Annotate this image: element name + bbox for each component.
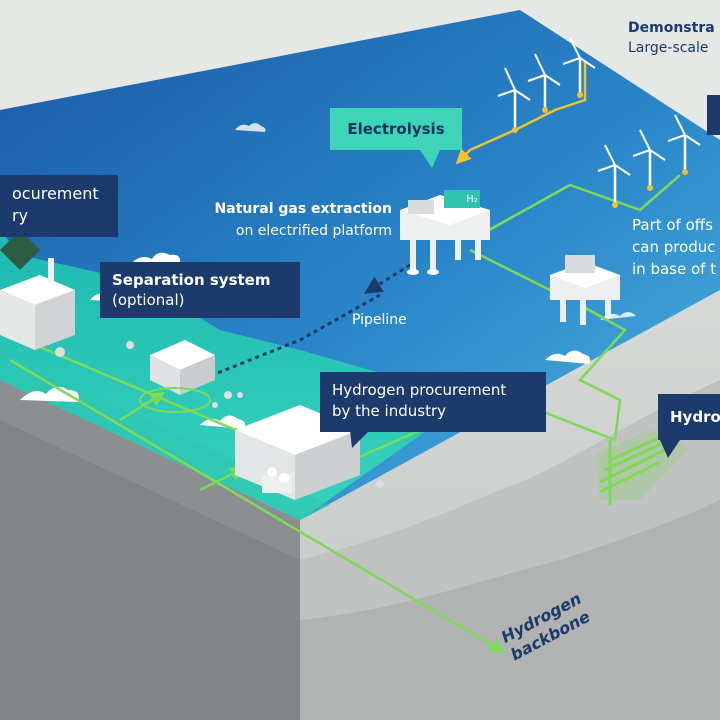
- factory-left: [0, 230, 75, 350]
- wind-turbine: [597, 144, 631, 208]
- separation-sub: (optional): [112, 291, 185, 309]
- pipeline-label: Pipeline: [352, 312, 407, 328]
- separation-building: [139, 340, 215, 413]
- to-separation-line: [119, 391, 166, 422]
- hydro-storage-label: Hydro: [658, 394, 720, 440]
- wind-turbine: [632, 129, 666, 191]
- top-right-tab: [707, 95, 720, 135]
- gas-pipeline: [199, 263, 411, 382]
- clouds: [20, 123, 636, 429]
- separation-title: Separation system: [112, 271, 271, 289]
- block-front-face: [0, 380, 300, 720]
- offshore-line3: in base of t: [632, 260, 717, 278]
- gas-platform: [400, 190, 490, 275]
- wind-turbine: [527, 53, 561, 113]
- storage-pointer: [660, 440, 680, 458]
- gas-extraction-sub: on electrified platform: [235, 223, 392, 239]
- gas-extraction-label: Natural gas extraction on electrified pl…: [160, 198, 392, 242]
- pipeline-text: Pipeline: [352, 312, 407, 328]
- demo-label: Demonstra Large-scale: [628, 18, 720, 58]
- trees: [55, 341, 384, 488]
- platform-to-storage-line: [577, 303, 627, 441]
- procurement-left-line2: ry: [12, 206, 29, 225]
- industry-line1: Hydrogen procurement: [332, 381, 507, 399]
- wind-to-h2-line: [479, 174, 681, 237]
- wind-turbine: [497, 67, 531, 133]
- wind-turbine: [667, 114, 701, 175]
- demo-title: Demonstra: [628, 20, 715, 36]
- industry-label: Hydrogen procurement by the industry: [320, 372, 546, 432]
- offshore-platform: [550, 255, 620, 325]
- gas-extraction-title: Natural gas extraction: [214, 201, 392, 217]
- platform-to-platform-line: [469, 248, 566, 298]
- industry-building: [235, 405, 360, 500]
- front-strata: [0, 420, 300, 720]
- offshore-note: Part of offs can produc in base of t: [632, 214, 720, 280]
- offshore-line2: can produc: [632, 238, 716, 256]
- hydro-storage-text: Hydro: [670, 408, 720, 426]
- to-industry-line: [199, 467, 246, 492]
- h2-sign: H₂: [462, 192, 482, 208]
- electrolysis-label: Electrolysis: [330, 108, 462, 150]
- electrolysis-text: Electrolysis: [347, 120, 445, 138]
- power-cable: [455, 60, 587, 165]
- coast-highlight: [0, 370, 330, 520]
- offshore-line1: Part of offs: [632, 216, 713, 234]
- hydrogen-pipelines: [0, 174, 681, 654]
- electrolysis-pointer: [420, 150, 440, 168]
- rock-strata-deep: [300, 500, 720, 720]
- backbone-line: [9, 358, 506, 654]
- wind-turbine: [562, 37, 596, 98]
- procurement-left-label: ocurement ry: [0, 175, 118, 237]
- industry-pointer: [350, 430, 370, 448]
- separation-label: Separation system (optional): [100, 262, 300, 318]
- industry-line2: by the industry: [332, 402, 446, 420]
- wind-turbines: [497, 37, 701, 208]
- procurement-left-line1: ocurement: [12, 184, 99, 203]
- demo-subtitle: Large-scale: [628, 40, 709, 56]
- h2-sign-text: H₂: [466, 194, 478, 205]
